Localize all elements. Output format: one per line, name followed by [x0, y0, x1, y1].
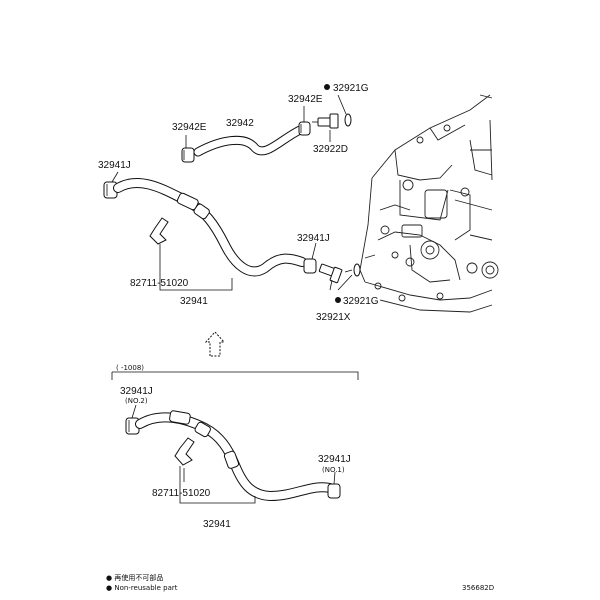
clamp-82711-bottom [174, 437, 195, 466]
grommet-32942E-left [181, 147, 195, 163]
gasket-32921G-mid [353, 263, 361, 277]
label-32941-bottom: 32941 [203, 519, 231, 530]
leader-32941J-left [111, 171, 119, 183]
hose-32941-top [113, 178, 307, 277]
hose-32941-bottom [135, 410, 335, 502]
label-no2: (NO.2) [125, 397, 148, 405]
label-32941-top: 32941 [180, 296, 208, 307]
diagram-code: 356682D [462, 584, 494, 592]
label-32942E-left: 32942E [172, 122, 207, 133]
hose-32942 [193, 125, 305, 157]
grommet-32942E-right [298, 121, 311, 136]
label-32942E-right: 32942E [288, 94, 323, 105]
gasket-32921G-top [344, 113, 352, 127]
label-32921G-top: 32921G [333, 83, 369, 94]
label-32941J-no2: 32941J [120, 386, 153, 397]
label-32941J-no1: 32941J [318, 454, 351, 465]
label-date-range: ( -1008) [116, 364, 144, 372]
label-32922D: 32922D [313, 144, 348, 155]
clamp-82711-top [149, 217, 169, 245]
label-no1: (NO.1) [322, 466, 345, 474]
legend-en: ● Non-reusable part [106, 584, 178, 592]
leader-32941J-mid [311, 242, 317, 260]
non-reusable-dot-mid [335, 297, 341, 303]
label-82711-top: 82711-51020 [130, 278, 189, 289]
bracket-32941-bottom [179, 466, 256, 504]
leader-32921G-top [337, 94, 347, 115]
leader-32921G-mid [337, 274, 353, 291]
leader-32941J-no1 [333, 471, 336, 485]
bracket-32941-top [159, 244, 233, 291]
union-32921X [318, 263, 353, 284]
up-arrow [204, 331, 226, 357]
date-range-bracket [111, 371, 359, 380]
leader-32941J-no2 [131, 404, 137, 419]
label-32942: 32942 [226, 118, 254, 129]
legend-jp: ● 再使用不可部品 [106, 573, 163, 582]
label-32941J-mid: 32941J [297, 233, 330, 244]
label-32921X: 32921X [316, 312, 351, 323]
non-reusable-dot-top [324, 84, 330, 90]
union-32922D [312, 113, 339, 129]
label-32921G-mid: 32921G [343, 296, 379, 307]
grommet-32941J-right [303, 258, 317, 274]
engine-housing [359, 94, 499, 313]
label-82711-bottom: 82711-51020 [152, 488, 211, 499]
leader-32921X [329, 279, 333, 291]
grommet-32941J-no1 [327, 483, 341, 499]
label-32941J-top: 32941J [98, 160, 131, 171]
